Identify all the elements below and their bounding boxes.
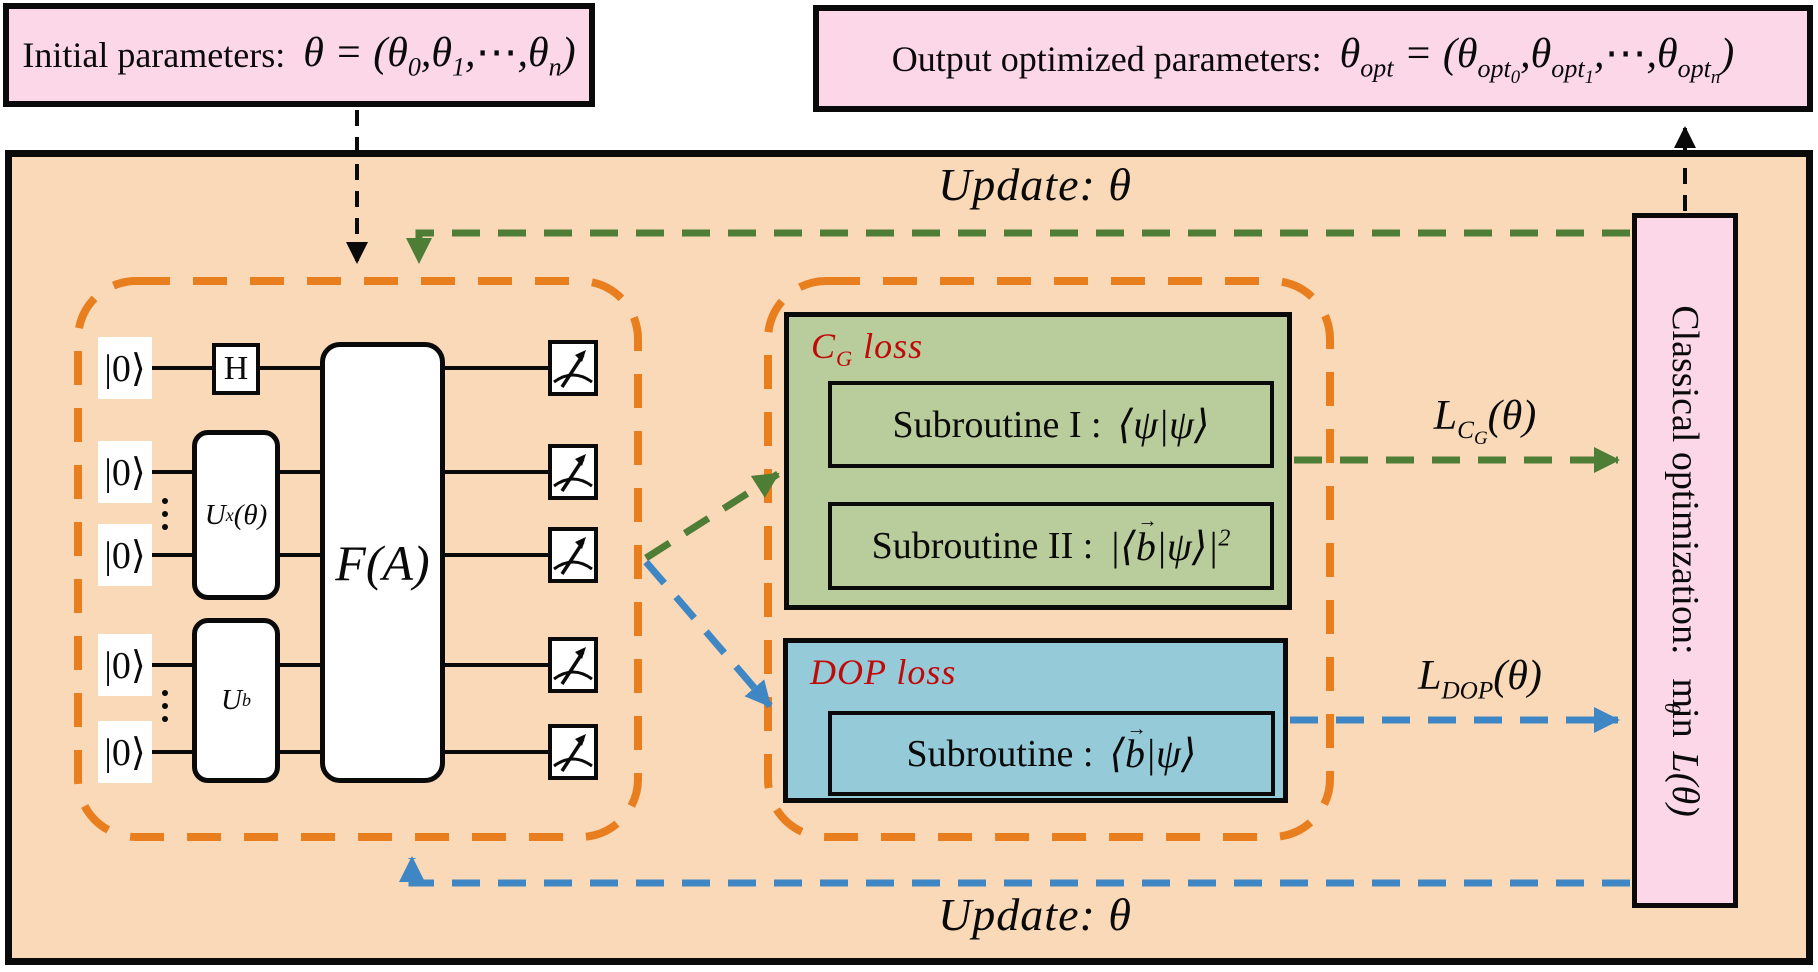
measurement-gauge-icon [548,340,598,396]
hadamard-gate: H [212,343,260,395]
measurement-gauge-icon [548,444,598,500]
ket-zero-3: |0⟩ [98,524,152,586]
ldop-theta-label: LDOP(θ) [1418,653,1542,705]
subroutine-2-formula: |⟨→b|ψ⟩|2 [1109,510,1231,569]
update-theta-label-top: Update: θ [938,159,1132,210]
measurement-gauge-icon [548,637,598,693]
vertical-ellipsis-icon [162,498,168,530]
subroutine-2-box: Subroutine II : |⟨→b|ψ⟩|2 [828,502,1274,590]
measurement-gauge-icon [548,724,598,780]
fa-operator-gate: F(A) [320,342,445,783]
update-theta-label-bottom: Update: θ [938,889,1132,940]
dop-loss-title: DOP loss [810,652,957,692]
cg-loss-title: CG loss [811,326,924,372]
subroutine-1-formula: ⟨ψ|ψ⟩ [1117,402,1210,447]
dop-subroutine-formula: ⟨→b|ψ⟩ [1109,717,1197,776]
min-theta-subscript: θ [1659,702,1685,714]
objective-function: L(θ) [1664,751,1706,817]
initial-parameters-formula: θ = (θ0,θ1,⋯,θn) [303,30,576,82]
cg-loss-panel: CG loss Subroutine I : ⟨ψ|ψ⟩ Subroutine … [784,312,1292,610]
measurement-gauge-icon [548,527,598,583]
output-parameters-label: Output optimized parameters: [891,38,1322,79]
ket-zero-5: |0⟩ [98,721,152,783]
output-parameters-box: Output optimized parameters: θopt = (θop… [813,5,1813,112]
dop-subroutine-box: Subroutine : ⟨→b|ψ⟩ [828,711,1275,796]
subroutine-2-label: Subroutine II : [871,525,1094,567]
subroutine-1-box: Subroutine I : ⟨ψ|ψ⟩ [828,381,1274,468]
classical-optimization-label: Classical optimization: [1664,304,1706,655]
subroutine-1-label: Subroutine I : [892,403,1102,446]
ket-zero-2: |0⟩ [98,441,152,503]
lcg-theta-label: LCG(θ) [1433,393,1537,450]
initial-parameters-box: Initial parameters: θ = (θ0,θ1,⋯,θn) [3,3,595,107]
ket-zero-1: |0⟩ [98,337,152,399]
initial-parameters-label: Initial parameters: [22,35,286,75]
ket-zero-4: |0⟩ [98,634,152,696]
dop-subroutine-label: Subroutine : [906,732,1094,775]
output-parameters-formula: θopt = (θopt0,θopt1,⋯,θoptn) [1339,31,1735,88]
vertical-ellipsis-icon [162,690,168,722]
dop-loss-panel: DOP loss Subroutine : ⟨→b|ψ⟩ [783,638,1288,803]
